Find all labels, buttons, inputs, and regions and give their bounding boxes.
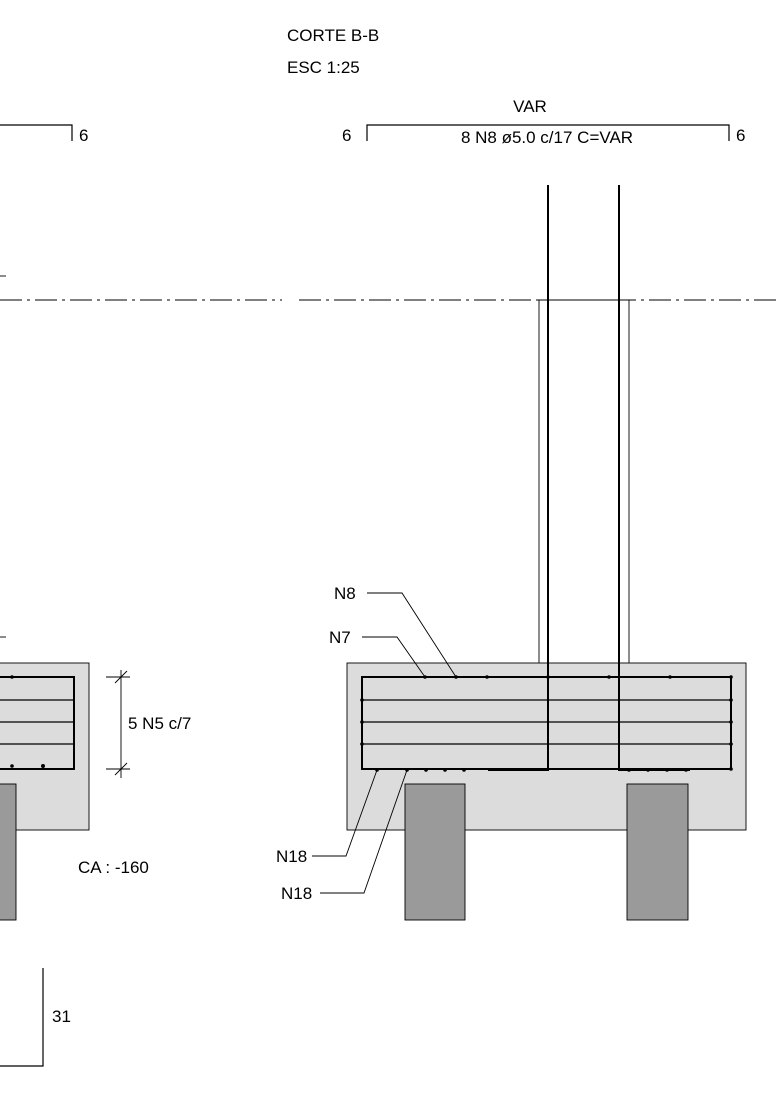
top-bar-dimension: VAR 6 6 8 N8 ø5.0 c/17 C=VAR [342, 97, 745, 147]
left-top-bar: 6 [0, 124, 88, 145]
stirrups-label: 5 N5 c/7 [128, 714, 191, 733]
section-scale: ESC 1:25 [287, 58, 360, 77]
pile-right [626, 783, 689, 921]
bottom-dim-label: 31 [52, 1007, 71, 1026]
stirrups-dimension: 5 N5 c/7 [106, 670, 191, 778]
n8-label: N8 [334, 584, 356, 603]
var-label: VAR [513, 97, 547, 116]
pile-left [404, 783, 466, 921]
section-title: CORTE B-B [287, 26, 379, 45]
callout-n8: N8 [334, 584, 457, 678]
callout-n7: N7 [329, 628, 426, 678]
left-footing [0, 662, 90, 921]
n7-label: N7 [329, 628, 351, 647]
bottom-bar: 31 [0, 968, 71, 1067]
hook-left-label: 6 [342, 126, 351, 145]
n18-b-label: N18 [281, 884, 312, 903]
left-hook-label: 6 [79, 126, 88, 145]
bar-spec-label: 8 N8 ø5.0 c/17 C=VAR [461, 128, 633, 147]
elevation-label: CA : -160 [78, 858, 149, 877]
column [538, 299, 630, 663]
callout-n18-b: N18 [281, 769, 408, 903]
n18-a-label: N18 [276, 847, 307, 866]
left-pile [0, 783, 17, 921]
hook-right-label: 6 [736, 126, 745, 145]
callout-n18-a: N18 [276, 769, 378, 866]
right-footing [346, 662, 747, 921]
